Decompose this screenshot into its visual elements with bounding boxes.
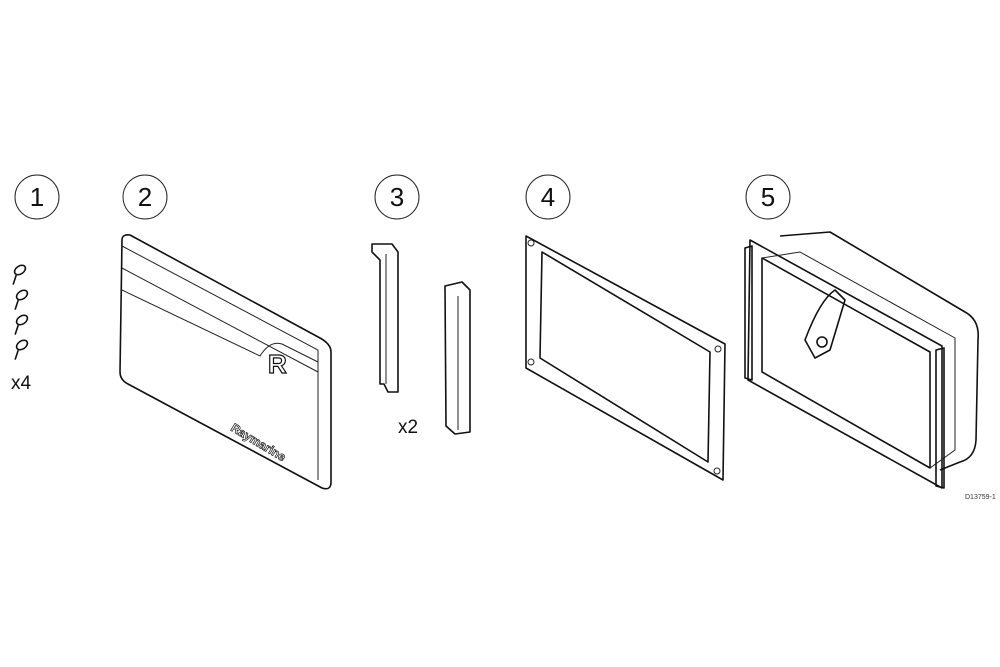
screws bbox=[12, 264, 29, 360]
callout-1: 1 bbox=[14, 174, 60, 220]
callout-3: 3 bbox=[374, 174, 420, 220]
callout-label: 2 bbox=[138, 182, 152, 212]
gasket bbox=[525, 235, 726, 481]
drawing-reference: D13759-1 bbox=[965, 494, 996, 501]
callout-label: 5 bbox=[761, 182, 775, 212]
clips bbox=[371, 243, 471, 435]
callout-2: 2 bbox=[122, 174, 168, 220]
logo-r: R bbox=[268, 349, 287, 379]
callout-4: 4 bbox=[525, 174, 571, 220]
callout-label: 4 bbox=[541, 182, 555, 212]
callout-label: 1 bbox=[30, 182, 44, 212]
sun-cover: R Raymarine bbox=[119, 234, 332, 490]
mounting-housing bbox=[744, 231, 980, 489]
clip-quantity: x2 bbox=[398, 417, 418, 438]
callout-5: 5 bbox=[745, 174, 791, 220]
screw-quantity: x4 bbox=[11, 373, 32, 394]
callout-label: 3 bbox=[390, 182, 404, 212]
